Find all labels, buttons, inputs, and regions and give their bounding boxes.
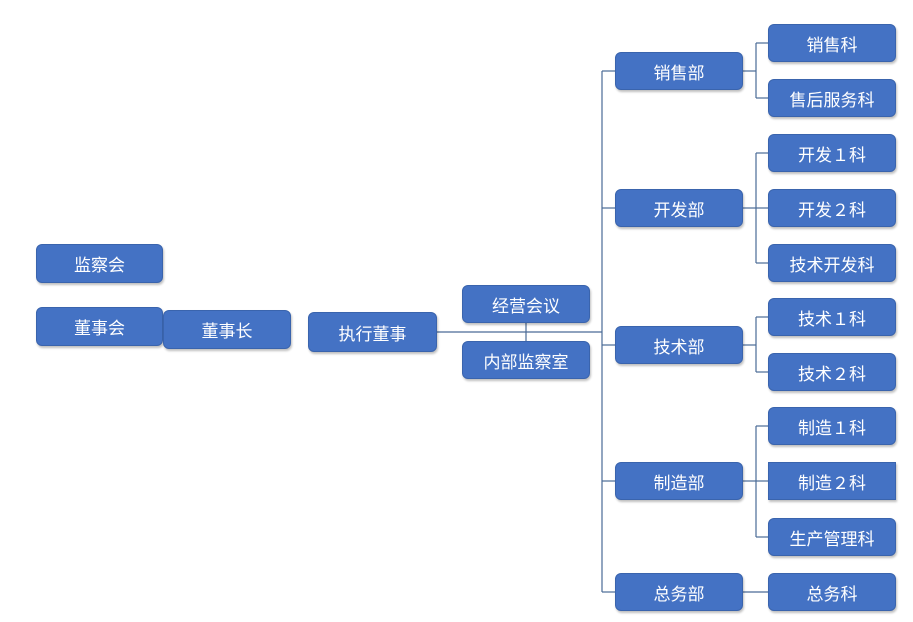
node-dev-section-1: 开发１科	[768, 134, 896, 172]
node-internal-audit: 内部监察室	[462, 341, 590, 379]
node-dev-section-2: 开发２科	[768, 189, 896, 227]
node-supervisory-board: 监察会	[36, 244, 163, 283]
node-technology-dept: 技术部	[615, 326, 743, 364]
node-chairman: 董事长	[163, 310, 291, 349]
node-general-affairs-dept: 总务部	[615, 573, 743, 611]
node-after-sales-section: 售后服务科	[768, 79, 896, 117]
node-mfg-section-2: 制造２科	[768, 462, 896, 500]
node-manufacturing-dept: 制造部	[615, 462, 743, 500]
node-general-affairs-section: 总务科	[768, 573, 896, 611]
node-executive-director: 执行董事	[308, 312, 437, 352]
node-mfg-section-1: 制造１科	[768, 407, 896, 445]
node-business-meeting: 经营会议	[462, 285, 590, 323]
node-sales-dept: 销售部	[615, 52, 743, 90]
node-board-of-directors: 董事会	[36, 307, 163, 346]
node-development-dept: 开发部	[615, 189, 743, 227]
node-production-mgmt-section: 生产管理科	[768, 518, 896, 556]
node-tech-section-2: 技术２科	[768, 353, 896, 391]
node-sales-section: 销售科	[768, 24, 896, 62]
node-tech-section-1: 技术１科	[768, 298, 896, 336]
node-tech-dev-section: 技术开发科	[768, 244, 896, 282]
